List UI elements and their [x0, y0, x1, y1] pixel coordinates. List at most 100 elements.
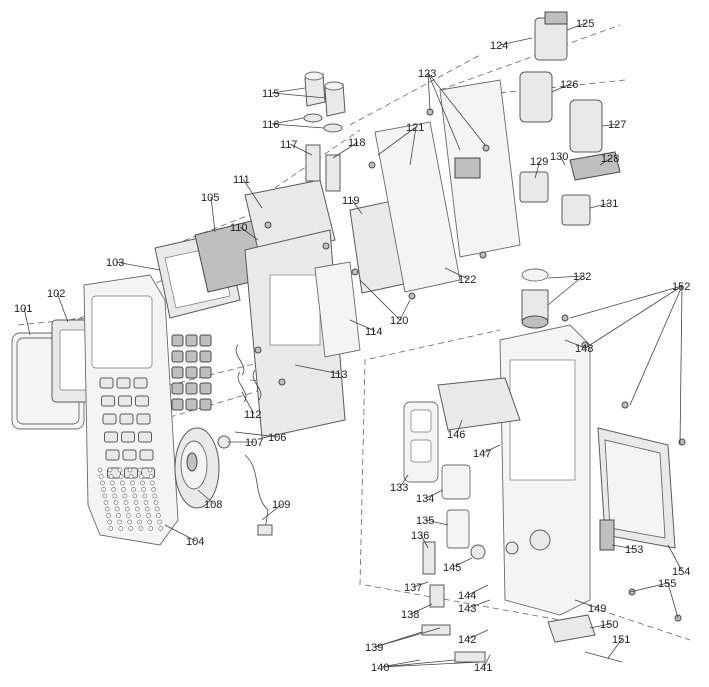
grille-hole [138, 526, 144, 531]
keypad-key [121, 431, 135, 443]
leader-134-0 [425, 489, 444, 499]
leader-133-0 [399, 474, 409, 488]
leader-132-1 [547, 275, 584, 306]
keypad-key [185, 334, 198, 347]
keypad-key [118, 395, 132, 407]
part-154-door [597, 427, 676, 549]
grille-hole [101, 487, 106, 492]
callout-103: 103 [106, 257, 124, 269]
keypad-key [139, 449, 154, 461]
grille-hole [111, 487, 116, 492]
part-135-gasket [446, 509, 470, 549]
callout-152: 152 [672, 281, 690, 293]
leader-123-1 [427, 72, 461, 151]
part-114-shield [314, 261, 361, 358]
keypad-key [185, 398, 198, 411]
grille-hole [120, 480, 125, 486]
grille-hole [108, 526, 114, 531]
part-146-bracket [437, 377, 521, 431]
leader-108-0 [197, 489, 215, 505]
leader-147-0 [482, 444, 501, 454]
leader-152-0 [569, 285, 683, 319]
leader-140-1 [380, 659, 456, 668]
part-123-board [439, 79, 521, 258]
grille-hole [132, 493, 138, 499]
grille-hole [158, 526, 164, 531]
callout-150: 150 [600, 619, 618, 631]
leader-124-0 [499, 37, 533, 46]
grille-hole [136, 513, 141, 518]
callout-111: 111 [233, 174, 250, 186]
callout-143: 143 [458, 603, 476, 615]
leader-123-2 [427, 72, 486, 146]
grille-hole [123, 500, 129, 505]
leader-143-0 [467, 599, 491, 609]
part-115-knobs [304, 71, 346, 117]
leader-152-1 [589, 285, 683, 346]
keypad-key [185, 382, 198, 395]
keypad-keys [99, 334, 212, 479]
callout-137: 137 [404, 582, 422, 594]
keypad-key [199, 334, 212, 347]
callout-110: 110 [230, 222, 248, 234]
leader-139-1 [374, 627, 441, 648]
grille-hole [156, 513, 161, 518]
screw [408, 292, 416, 300]
grille-hole [98, 474, 104, 479]
leader-136-0 [420, 534, 429, 549]
callout-124: 124 [490, 40, 508, 52]
part-128-connector [569, 151, 621, 181]
callout-119: 119 [342, 195, 360, 207]
callout-149: 149 [588, 603, 606, 615]
part-147-rear-case [499, 324, 591, 616]
grille-hole [116, 513, 121, 518]
part-126-module [519, 71, 553, 123]
leader-103-0 [115, 261, 161, 271]
grille-hole [148, 526, 154, 531]
keypad-key [102, 413, 117, 425]
part-129-module [519, 171, 549, 203]
leader-110-0 [239, 226, 259, 241]
leader-140-0 [380, 659, 421, 668]
part-153-label [599, 519, 615, 551]
callout-107: 107 [245, 437, 263, 449]
leader-120-1 [359, 279, 401, 321]
keypad-key [101, 395, 115, 407]
grille-hole [112, 493, 118, 499]
keypad-key [105, 449, 120, 461]
leader-122-0 [444, 267, 469, 280]
callout-118: 118 [348, 137, 366, 149]
leader-121-1 [377, 126, 417, 156]
callout-129: 129 [530, 156, 548, 168]
grille-hole [131, 487, 136, 492]
callout-108: 108 [204, 499, 222, 511]
part-151-rod [584, 651, 623, 663]
part-125-module [534, 11, 568, 61]
callout-128: 128 [601, 153, 619, 165]
grille-hole [152, 493, 158, 499]
grille-hole [128, 474, 134, 479]
leader-148-0 [564, 339, 586, 349]
leader-137-0 [413, 581, 429, 588]
keypad-key [171, 398, 184, 411]
callout-141: 141 [474, 662, 492, 674]
callout-121: 121 [406, 122, 424, 134]
grille-hole [157, 519, 162, 525]
callout-155: 155 [658, 578, 676, 590]
callout-102: 102 [47, 288, 65, 300]
keypad-key [171, 382, 184, 395]
leader-152-3 [679, 285, 683, 446]
grille-hole [97, 467, 103, 473]
leader-146-0 [456, 419, 463, 435]
screw [621, 401, 629, 409]
keypad-key [185, 366, 198, 379]
part-133-gasket [403, 401, 439, 483]
grille-hole [118, 474, 124, 479]
callout-144: 144 [458, 590, 476, 602]
leader-150-0 [589, 623, 611, 629]
leader-104-0 [164, 524, 197, 542]
callout-130: 130 [550, 151, 568, 163]
grille-hole [144, 506, 150, 512]
callout-142: 142 [458, 634, 476, 646]
callout-140: 140 [371, 662, 389, 674]
